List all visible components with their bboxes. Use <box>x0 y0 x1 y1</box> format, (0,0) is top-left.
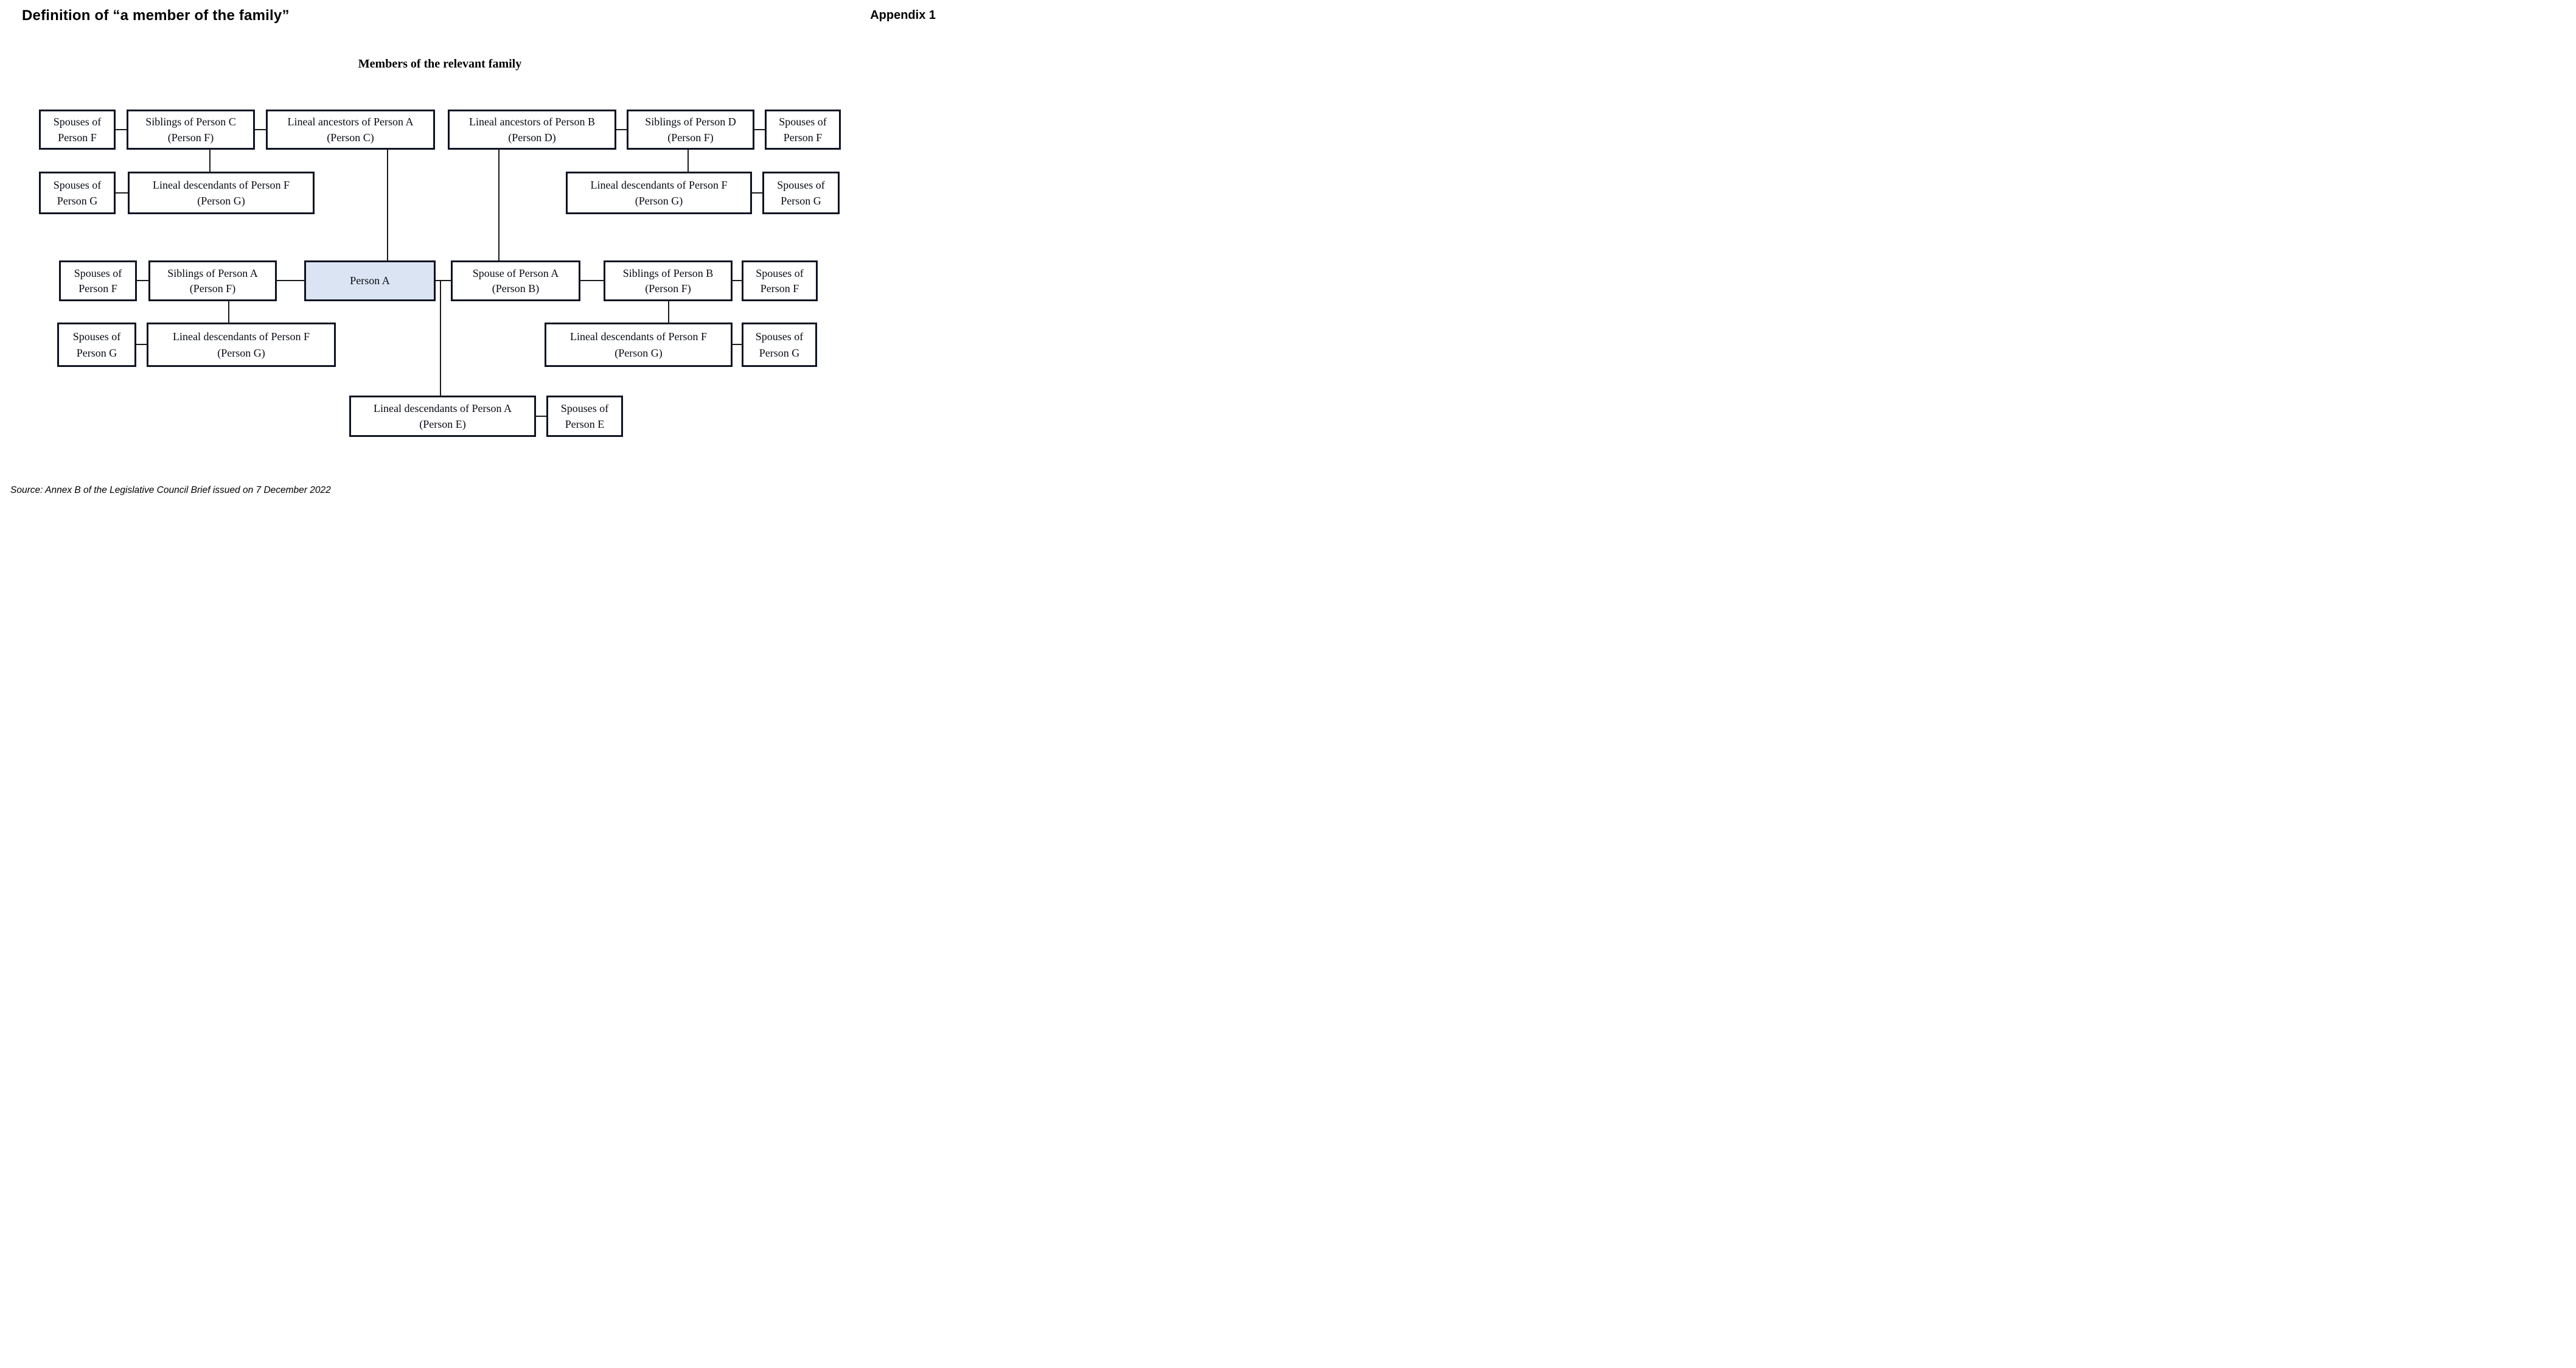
node-label-line: Spouses of <box>53 178 102 191</box>
diagram-title: Members of the relevant family <box>358 57 522 71</box>
connector-horizontal <box>733 344 742 345</box>
node-label-line: Spouses of <box>72 330 121 343</box>
node-label-line: Spouse of Person A <box>472 267 559 279</box>
node-label-line: (Person E) <box>419 417 466 430</box>
node-label-line: Lineal descendants of Person F <box>590 178 728 191</box>
node-spouse-of-a: Spouse of Person A (Person B) <box>451 260 580 301</box>
node-label-line: Spouses of <box>777 178 825 191</box>
connector-horizontal <box>616 129 627 130</box>
node-label-line: (Person D) <box>508 131 556 144</box>
connector-vertical <box>498 150 500 260</box>
node-siblings-of-a: Siblings of Person A (Person F) <box>148 260 277 301</box>
node-spouses-g-row4-right: Spouses of Person G <box>742 323 817 367</box>
node-label-line: Person G <box>759 347 800 360</box>
node-siblings-of-b: Siblings of Person B (Person F) <box>604 260 733 301</box>
connector-horizontal <box>136 344 147 345</box>
node-lineal-desc-f-row2-left: Lineal descendants of Person F (Person G) <box>128 172 315 214</box>
node-label-line: Person F <box>760 282 799 295</box>
node-spouses-f-mid-left: Spouses of Person F <box>59 260 137 301</box>
node-label-line: Lineal ancestors of Person B <box>469 116 595 128</box>
node-label-line: Person F <box>783 131 823 144</box>
node-label-line: (Person F) <box>645 282 691 295</box>
connector-horizontal <box>536 416 546 417</box>
node-label-line: (Person G) <box>217 347 265 360</box>
node-lineal-desc-f-row4-left: Lineal descendants of Person F (Person G) <box>147 323 336 367</box>
node-spouses-f-top-left: Spouses of Person F <box>39 110 116 150</box>
node-siblings-of-d: Siblings of Person D (Person F) <box>627 110 754 150</box>
connector-vertical <box>668 301 669 323</box>
node-spouses-g-row4-left: Spouses of Person G <box>57 323 136 367</box>
node-siblings-of-c: Siblings of Person C (Person F) <box>127 110 255 150</box>
connector-vertical <box>209 150 211 172</box>
node-lineal-desc-f-row2-right: Lineal descendants of Person F (Person G) <box>566 172 752 214</box>
node-label-line: Person F <box>58 131 97 144</box>
connector-horizontal <box>116 192 128 194</box>
connector-horizontal <box>137 280 148 281</box>
connector-vertical <box>688 150 689 172</box>
connector-horizontal <box>116 129 127 130</box>
node-label-line: Spouses of <box>756 267 804 279</box>
node-label-line: Person G <box>57 195 98 208</box>
node-label-line: (Person B) <box>492 282 540 295</box>
node-label-line: Person E <box>565 417 605 430</box>
page: Definition of “a member of the family” A… <box>0 0 945 502</box>
connector-horizontal <box>733 280 742 281</box>
node-label-line: Spouses of <box>779 116 827 128</box>
node-spouses-e: Spouses of Person E <box>546 396 623 437</box>
connector-horizontal <box>436 280 451 281</box>
connector-horizontal <box>255 129 266 130</box>
node-person-a: Person A <box>304 260 436 301</box>
node-label-line: Person G <box>76 347 117 360</box>
node-label-line: Spouses of <box>53 116 102 128</box>
node-label-line: Spouses of <box>755 330 804 343</box>
connector-horizontal <box>580 280 604 281</box>
connector-horizontal <box>754 129 765 130</box>
node-lineal-ancestors-of-b: Lineal ancestors of Person B (Person D) <box>448 110 616 150</box>
node-spouses-f-top-right: Spouses of Person F <box>765 110 841 150</box>
node-spouses-f-mid-right: Spouses of Person F <box>742 260 818 301</box>
node-label-line: Siblings of Person D <box>645 116 736 128</box>
document-title: Definition of “a member of the family” <box>22 7 290 24</box>
node-label-line: Siblings of Person B <box>622 267 714 279</box>
appendix-label: Appendix 1 <box>870 9 936 22</box>
connector-horizontal <box>752 192 762 194</box>
node-label-line: Lineal descendants of Person F <box>153 178 290 191</box>
node-spouses-g-row2-right: Spouses of Person G <box>762 172 840 214</box>
node-label-line: Siblings of Person C <box>145 116 236 128</box>
node-label-line: Person F <box>78 282 117 295</box>
node-label-line: (Person F) <box>667 131 714 144</box>
node-label-line: (Person F) <box>189 282 236 295</box>
node-lineal-desc-f-row4-right: Lineal descendants of Person F (Person G) <box>545 323 733 367</box>
node-label-line: (Person G) <box>635 195 683 208</box>
family-diagram: Spouses of Person F Siblings of Person C (P… <box>0 0 945 502</box>
node-lineal-ancestors-of-a: Lineal ancestors of Person A (Person C) <box>266 110 435 150</box>
node-label-line: Lineal ancestors of Person A <box>287 116 414 128</box>
connector-vertical <box>387 150 388 260</box>
node-label-line: Lineal descendants of Person F <box>173 330 310 343</box>
node-label-line: Spouses of <box>74 267 122 279</box>
source-note: Source: Annex B of the Legislative Counc… <box>10 485 331 495</box>
connector-vertical <box>440 281 441 396</box>
node-label-line: (Person G) <box>614 347 663 360</box>
node-label-line: (Person C) <box>327 131 374 144</box>
node-label-line: Spouses of <box>560 402 609 414</box>
node-label-line: Lineal descendants of Person F <box>570 330 707 343</box>
node-label-line: (Person G) <box>197 195 245 208</box>
node-label-line: (Person F) <box>167 131 214 144</box>
node-label-line: Siblings of Person A <box>167 267 258 279</box>
node-label-line: Lineal descendants of Person A <box>374 402 512 414</box>
node-lineal-desc-of-a: Lineal descendants of Person A (Person E) <box>349 396 536 437</box>
node-label-line: Person G <box>781 195 821 208</box>
node-label-line: Person A <box>350 274 390 287</box>
connector-horizontal <box>277 280 304 281</box>
connector-vertical <box>228 301 229 323</box>
node-spouses-g-row2-left: Spouses of Person G <box>39 172 116 214</box>
